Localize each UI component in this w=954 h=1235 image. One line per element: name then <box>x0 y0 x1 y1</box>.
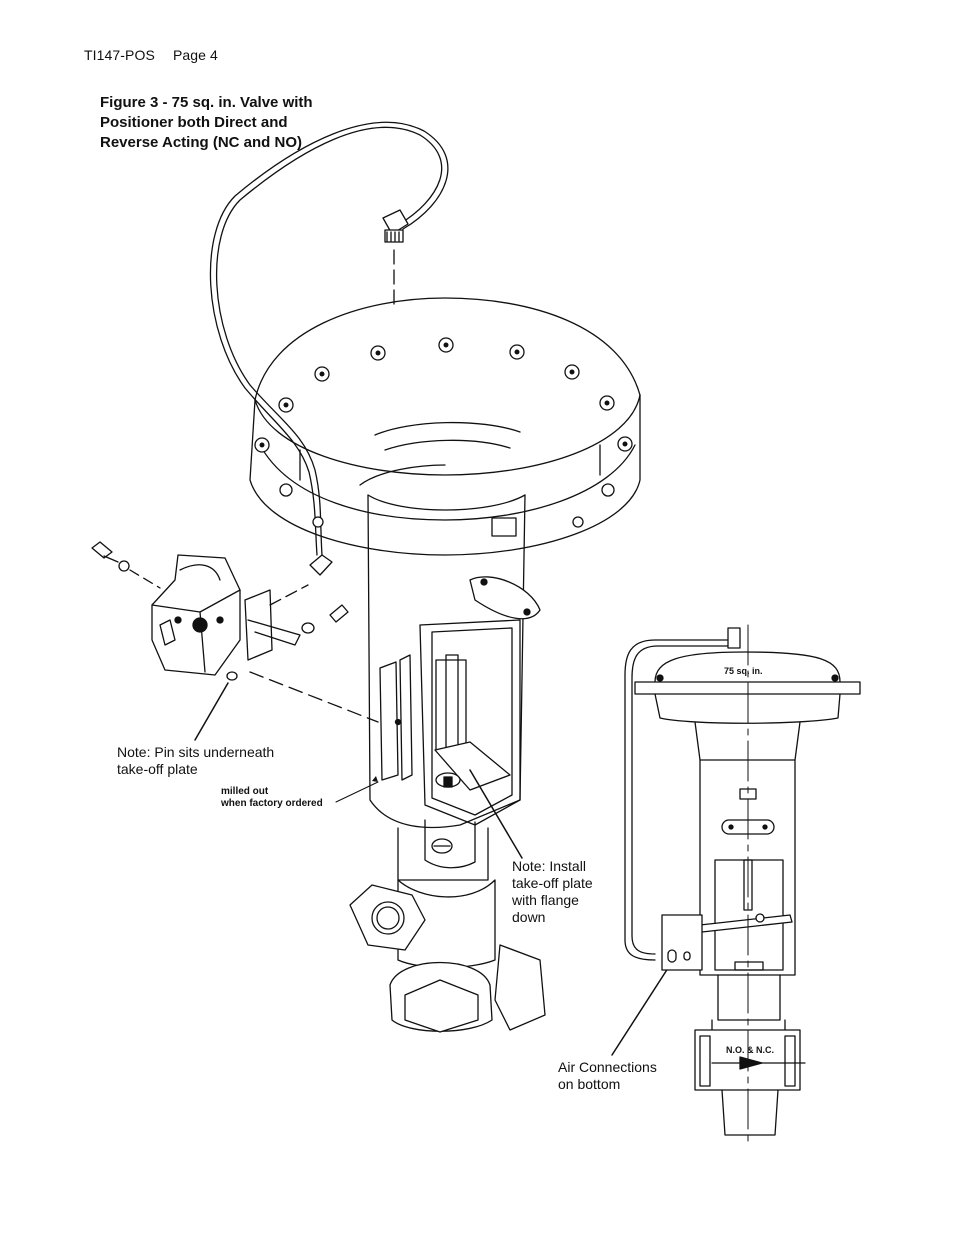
leader-line-air <box>611 964 671 1056</box>
callout-install: Note: Install take-off plate with flange… <box>512 858 593 926</box>
leader-line-pin <box>194 682 229 741</box>
callout-text: Air Connections <box>558 1059 657 1075</box>
callout-text: on bottom <box>558 1076 621 1092</box>
valve-body <box>349 819 546 1033</box>
side-view-drawing: 75 sq. in. N.O. & N.C. <box>624 624 861 1146</box>
callout-text: take-off plate <box>512 875 593 891</box>
callout-milled: milled out when factory ordered <box>221 786 323 810</box>
page-header: TI147-POS Page 4 <box>84 47 218 63</box>
top-elbow-fitting <box>382 209 409 243</box>
callout-text: when factory ordered <box>221 798 323 809</box>
figure-title-line: Positioner both Direct and <box>100 114 288 131</box>
callout-air: Air Connections on bottom <box>558 1059 657 1093</box>
callout-pin: Note: Pin sits underneath take-off plate <box>117 744 274 778</box>
actuator-size-label: 75 sq. in. <box>724 666 763 676</box>
leader-arrowhead <box>372 776 378 782</box>
figure-title-line: Reverse Acting (NC and NO) <box>100 134 302 151</box>
callout-text: down <box>512 909 546 925</box>
leader-line-install <box>469 769 523 859</box>
callout-text: Note: Pin sits underneath <box>117 744 275 760</box>
callout-text: Note: Install <box>512 858 586 874</box>
valve-action-label: N.O. & N.C. <box>726 1045 774 1055</box>
callout-text: milled out <box>221 786 269 797</box>
air-tubing <box>209 121 449 556</box>
callout-text: take-off plate <box>117 761 198 777</box>
actuator-housing <box>249 297 641 556</box>
leader-line-milled <box>335 781 379 803</box>
document-id: TI147-POS <box>84 47 155 63</box>
positioner-assembly <box>91 541 379 723</box>
figure-title: Figure 3 - 75 sq. in. Valve with Positio… <box>100 93 360 153</box>
callout-text: with flange <box>512 892 579 908</box>
figure-title-line: Figure 3 - 75 sq. in. Valve with <box>100 94 313 111</box>
page-number: Page 4 <box>172 47 218 63</box>
yoke-body <box>367 494 541 829</box>
